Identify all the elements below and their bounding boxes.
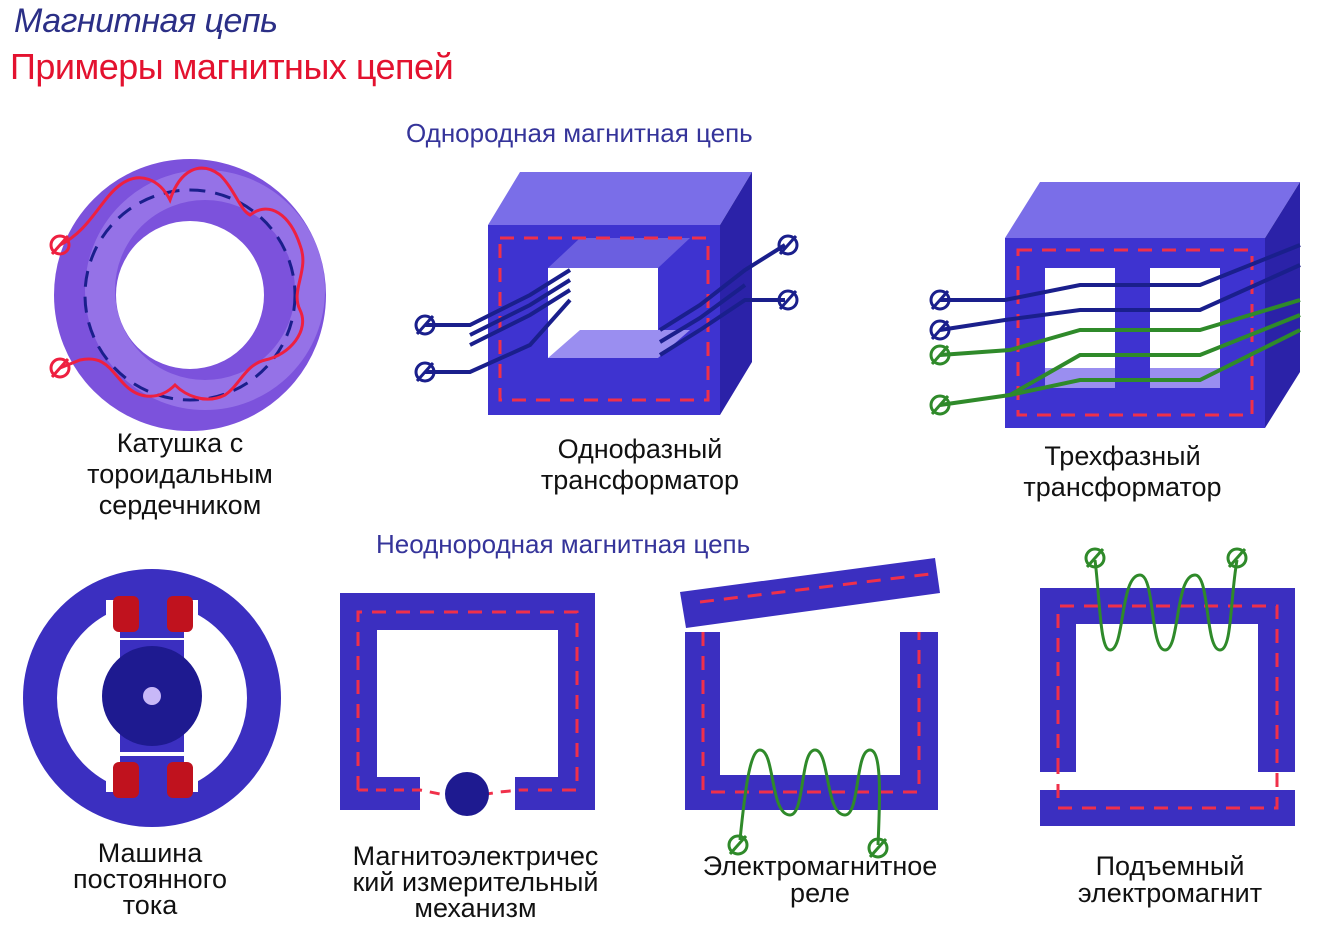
lifting-winding (1093, 559, 1239, 652)
relay-winding (738, 748, 882, 846)
page-title: Магнитная цепь (14, 2, 278, 40)
terminal-icon (929, 289, 951, 341)
single-phase-transformer (414, 172, 799, 415)
caption-toroid: Катушка с тороидальным сердечником (87, 428, 273, 520)
terminal-icon (727, 834, 889, 859)
caption-dc-machine: Машина постоянного тока (73, 838, 227, 920)
pole-winding (167, 762, 193, 798)
electromagnetic-relay (680, 558, 940, 859)
single-secondary-winding (658, 243, 787, 357)
dc-stator-ring (23, 569, 281, 827)
caption-relay: Электромагнитное реле (702, 851, 938, 908)
terminal-icon (929, 344, 951, 416)
magnetoelectric-mechanism (340, 593, 595, 816)
magnet-core (340, 593, 595, 810)
page-subtitle: Примеры магнитных цепей (10, 46, 454, 87)
section-homogeneous: Однородная магнитная цепь (406, 118, 753, 148)
three-core (1005, 238, 1265, 428)
terminal-icon (49, 234, 71, 256)
dc-machine (23, 569, 281, 827)
moving-coil (445, 772, 489, 816)
relay-core (685, 632, 938, 810)
terminal-icon (1084, 547, 1248, 569)
caption-magnetoelectric: Магнитоэлектричес кий измерительный меха… (352, 841, 599, 923)
pole-winding (167, 596, 193, 632)
single-primary-winding (425, 268, 572, 374)
three-green-winding (939, 298, 1301, 407)
three-phase-transformer (929, 182, 1301, 428)
toroid-winding (59, 166, 305, 401)
caption-three-phase: Трехфазный трансформатор (1023, 441, 1222, 502)
toroid-coil (49, 159, 326, 431)
relay-armature (680, 558, 940, 628)
pole-winding (113, 596, 139, 632)
three-blue-winding (939, 243, 1301, 332)
toroid-flux-line (83, 188, 297, 402)
lifting-core (1040, 588, 1295, 772)
terminal-icon (414, 234, 799, 383)
caption-single-phase: Однофазный трансформатор (540, 434, 740, 495)
lifting-electromagnet (1040, 547, 1295, 826)
caption-lifting: Подъемный электромагнит (1077, 851, 1263, 908)
pole-winding (113, 762, 139, 798)
section-inhomogeneous: Неоднородная магнитная цепь (376, 529, 751, 559)
terminal-icon (49, 357, 71, 379)
